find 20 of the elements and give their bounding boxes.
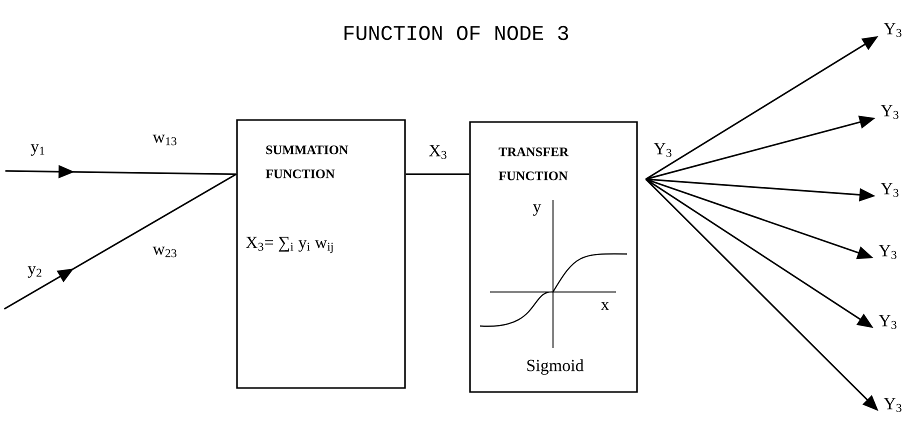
curve-caption: Sigmoid: [527, 359, 584, 375]
edge-label: X$_{3}$: [428, 144, 448, 160]
output-label: Y$_{3}$: [878, 245, 896, 259]
edge-label: w$_{13}$: [152, 134, 178, 146]
title: FUNCTION OF NODE 3: [344, 26, 568, 40]
input-arrow: [4, 174, 237, 310]
output-label: Y$_{3}$: [880, 183, 898, 197]
input-label: y$_{2}$: [28, 266, 42, 278]
axis-label: y: [532, 204, 542, 216]
output-label: Y$_{3}$: [884, 398, 902, 412]
axis-label: x: [600, 302, 610, 310]
formula: X$_{3}$= ∑$_{i}$ y$_{i}$ w$_{ij}$: [246, 236, 333, 254]
output-label: Y$_{3}$: [652, 142, 674, 158]
output-label: Y$_{3}$: [880, 105, 898, 119]
edge-label: w$_{23}$: [152, 246, 178, 258]
input-arrow: [5, 164, 236, 178]
output-label: Y$_{3}$: [884, 23, 902, 37]
input-label: y$_{1}$: [30, 144, 44, 156]
connector-line: [406, 173, 470, 175]
output-label: Y$_{3}$: [878, 315, 896, 329]
